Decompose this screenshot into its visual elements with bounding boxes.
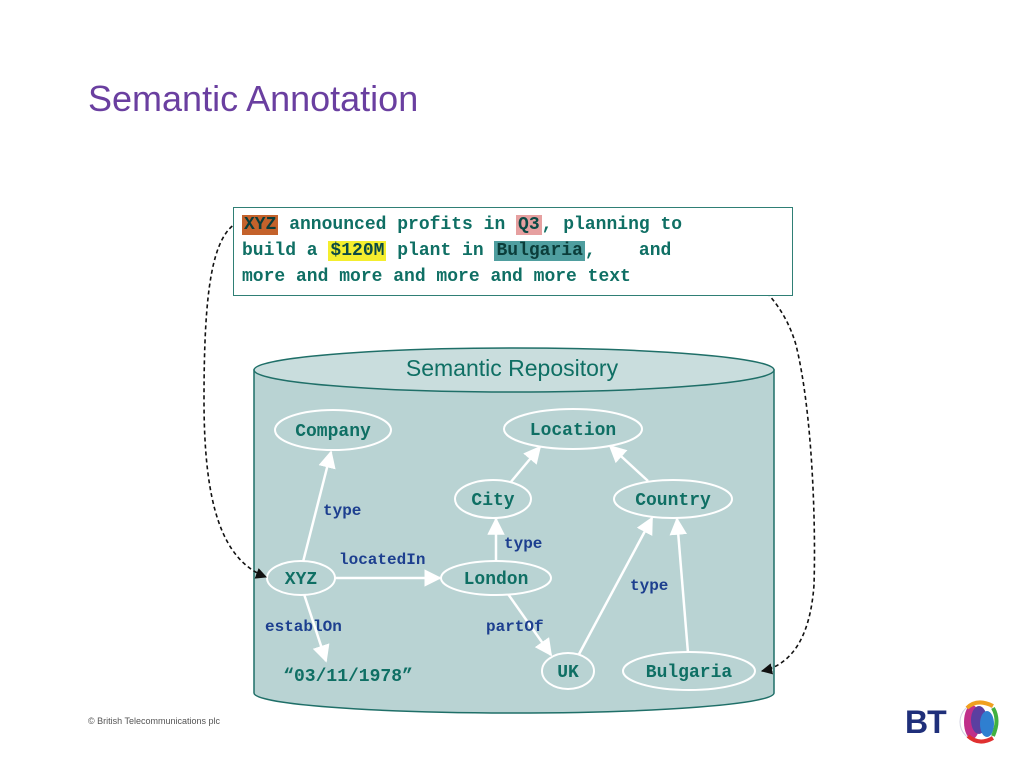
node-country[interactable]: Country [613, 479, 733, 519]
edge-xyz-date [302, 593, 330, 663]
edge-label-establ-on: establOn [265, 618, 342, 636]
bt-piper-icon [959, 700, 999, 744]
repository-title: Semantic Repository [406, 355, 619, 381]
document-line-3: more and more and more and more text [242, 264, 784, 290]
edge-label-located-in: locatedIn [339, 551, 425, 569]
edge-uk-country [576, 516, 654, 657]
edge-label-london-type: type [504, 535, 542, 553]
node-uk[interactable]: UK [541, 652, 595, 690]
cylinder-top [253, 347, 775, 393]
document-text: more and more and more and more text [242, 267, 631, 287]
node-london[interactable]: London [440, 560, 552, 596]
source-document-text: XYZ announced profits in Q3, planning to… [233, 207, 793, 296]
relation-edges [301, 444, 690, 663]
node-london-label: London [464, 570, 529, 590]
document-line-2: build a $120M plant in Bulgaria, and [242, 238, 784, 264]
node-city[interactable]: City [454, 479, 532, 519]
node-company[interactable]: Company [274, 409, 392, 451]
document-text: announced profits in [278, 215, 517, 235]
graph-nodes: Company Location City Country XYZ London… [266, 408, 756, 691]
annotation-money-120m[interactable]: $120M [328, 241, 387, 261]
node-bulgaria[interactable]: Bulgaria [622, 651, 756, 691]
edge-city-location [509, 445, 542, 484]
annotation-location-bulgaria[interactable]: Bulgaria [494, 241, 585, 261]
cylinder-body [253, 369, 775, 714]
node-city-label: City [471, 491, 514, 511]
annotation-entity-xyz[interactable]: XYZ [242, 215, 279, 235]
bt-logo-text: BT [905, 704, 947, 740]
annotation-date-q3[interactable]: Q3 [516, 215, 542, 235]
bt-logo: BT [905, 698, 1005, 750]
edge-country-location [608, 444, 649, 482]
copyright-footer: © British Telecommunications plc [88, 716, 221, 726]
edge-label-xyz-type: type [323, 502, 361, 520]
node-xyz[interactable]: XYZ [266, 560, 336, 596]
edge-xyz-company [301, 450, 336, 563]
node-location[interactable]: Location [503, 408, 643, 450]
document-text: plant in [386, 241, 495, 261]
edge-london-uk [506, 593, 553, 657]
node-date-literal: “03/11/1978” [283, 667, 413, 687]
edge-bulgaria-country [669, 517, 690, 654]
slide-title: Semantic Annotation [88, 78, 419, 119]
document-text: , and [584, 241, 672, 261]
node-company-label: Company [295, 422, 371, 442]
edge-labels: type locatedIn type type establOn partOf [265, 502, 668, 636]
document-text: , planning to [541, 215, 683, 235]
node-xyz-label: XYZ [285, 570, 317, 590]
node-bulgaria-label: Bulgaria [646, 663, 733, 683]
semantic-repository: Semantic Repository [253, 347, 775, 714]
document-line-1: XYZ announced profits in Q3, planning to [242, 212, 784, 238]
node-uk-label: UK [557, 663, 579, 683]
edge-label-part-of: partOf [486, 618, 544, 636]
edge-label-bulgaria-type: type [630, 577, 668, 595]
node-country-label: Country [635, 491, 711, 511]
node-location-label: Location [530, 421, 616, 441]
document-text: build a [242, 241, 329, 261]
